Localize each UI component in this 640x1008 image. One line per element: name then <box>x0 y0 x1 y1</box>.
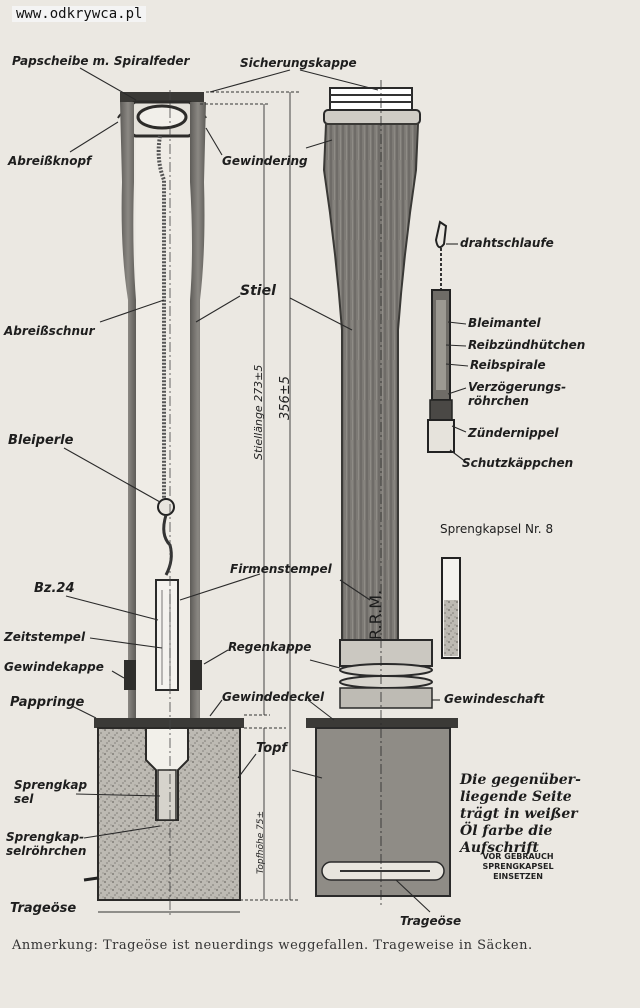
dimension-gesamtlaenge: 356±5 <box>278 376 293 420</box>
dimension-topfhoehe: Topfhöhe 75± <box>256 810 266 874</box>
label-trageoese-left: Trageöse <box>10 901 77 916</box>
label-gewindeschaft: Gewindeschaft <box>444 692 545 706</box>
label-sprengkapselroehrchen: Sprengkap-selröhrchen <box>6 830 87 858</box>
dimension-stiellaenge: Stiellänge 273±5 <box>252 364 265 460</box>
label-abreissknopf: Abreißknopf <box>8 154 92 168</box>
label-regenkappe: Regenkappe <box>228 640 312 654</box>
leader-lines <box>63 67 469 913</box>
label-gewindedeckel: Gewindedeckel <box>222 690 325 704</box>
label-bleimantel: Bleimantel <box>468 316 541 330</box>
left-grenade-cutaway <box>83 90 244 915</box>
label-bz24: Bz.24 <box>34 581 75 596</box>
detonator-assembly <box>427 220 455 453</box>
dimension-lines <box>98 91 300 913</box>
label-bleiperle: Bleiperle <box>8 433 74 448</box>
label-sprengkapsel: Sprengkap sel <box>14 778 88 806</box>
label-reibzuendhuetchen: Reibzündhütchen <box>468 338 586 352</box>
label-trageoese-right: Trageöse <box>400 914 462 928</box>
label-aufschrift: VOR GEBRAUCH SPRENGKAPSEL EINSETZEN <box>482 852 554 881</box>
label-zeitstempel: Zeitstempel <box>4 630 86 644</box>
label-verzoegerungsroehrchen: Verzögerungs-röhrchen <box>468 380 567 408</box>
footnote: Anmerkung: Trageöse ist neuerdings wegge… <box>12 938 533 953</box>
label-stiel: Stiel <box>240 283 276 299</box>
label-zuendernippel: Zündernippel <box>468 426 559 440</box>
label-pappringe: Pappringe <box>10 695 85 710</box>
label-topf: Topf <box>256 741 288 756</box>
right-grenade-exterior <box>306 80 458 905</box>
label-abreissschnur: Abreißschnur <box>4 324 95 338</box>
watermark: www.odkrywca.pl <box>12 6 147 22</box>
label-aufschrift-intro: Die gegenüber-liegende Seite trägt in we… <box>460 772 581 856</box>
label-drahtschlaufe: drahtschlaufe <box>460 236 554 250</box>
label-pappscheibe: Papscheibe m. Spiralfeder <box>12 54 190 68</box>
label-sicherungskappe: Sicherungskappe <box>240 56 357 70</box>
stamp-rrm: R.R.M. <box>366 589 385 640</box>
label-reibspirale: Reibspirale <box>470 358 546 372</box>
label-gewindering: Gewindering <box>222 154 308 168</box>
sicherungskappe-shape <box>120 92 204 102</box>
label-gewindekappe: Gewindekappe <box>4 660 104 674</box>
label-firmenstempel: Firmenstempel <box>230 562 332 576</box>
sprengkapsel-nr8-tube <box>441 557 461 659</box>
label-schutzkaeppchen: Schutzkäppchen <box>462 456 574 470</box>
label-sprengkapsel-nr8: Sprengkapsel Nr. 8 <box>440 522 554 536</box>
